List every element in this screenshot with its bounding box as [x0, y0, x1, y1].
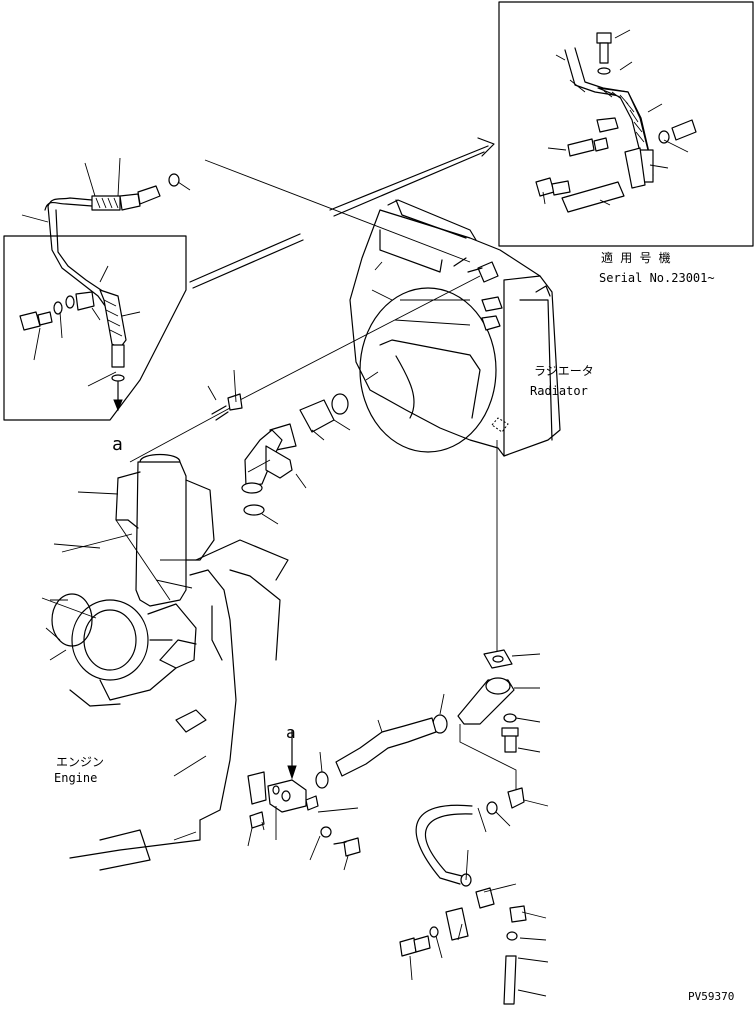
inset-bracket — [624, 147, 646, 189]
connector-gasket — [247, 771, 267, 805]
view-mark-a-top: a — [112, 434, 123, 455]
hose-clamp-upper — [331, 393, 349, 415]
upper-hose-group — [129, 369, 351, 525]
serial-label-jp: 適 用 号 機 — [601, 250, 671, 265]
drawing-code: PV59370 — [688, 990, 734, 1003]
view-a-frame — [3, 235, 187, 421]
inset-bolt-bottom — [535, 177, 571, 197]
thermostat-housing — [135, 461, 187, 607]
upper-hose — [299, 399, 335, 433]
engine-label-en: Engine — [54, 771, 97, 785]
view-a-bolt — [19, 291, 95, 331]
fan-shroud — [359, 287, 497, 453]
serial-label-en: Serial No.23001~ — [599, 271, 715, 285]
gasket-upper — [168, 173, 180, 187]
engine-connector-group: a — [247, 723, 361, 871]
inset-clip — [596, 117, 619, 133]
hose-sleeve-lower — [99, 289, 127, 349]
engine-body — [41, 453, 289, 871]
filler-neck — [477, 261, 499, 283]
elbow-fitting — [507, 787, 525, 809]
view-a-inset: a — [3, 157, 191, 455]
inset-frame — [498, 1, 754, 247]
engine-label-jp: エンジン — [56, 755, 104, 769]
reference-arrows — [189, 137, 495, 289]
inset-plate — [561, 181, 625, 213]
view-mark-a-bottom: a — [286, 723, 296, 742]
bypass-hose-group — [399, 787, 549, 1005]
outlet-gasket — [243, 504, 265, 516]
connector-fitting — [475, 887, 495, 909]
inset-bolt-right — [658, 119, 697, 144]
lower-hose-group — [315, 649, 541, 790]
clamp-bracket — [445, 907, 469, 941]
inset-bolt-left — [567, 137, 609, 157]
turbocharger — [71, 599, 149, 681]
radiator-assembly — [239, 199, 561, 457]
lower-hose — [335, 717, 437, 777]
inset-bolt-top — [596, 32, 612, 75]
serial-variant-inset: 適 用 号 機 Serial No.23001~ — [498, 1, 754, 285]
radiator-label-en: Radiator — [530, 384, 588, 398]
inset-leader-lines — [542, 29, 689, 206]
radiator-label-jp: ラジエータ — [534, 364, 594, 378]
